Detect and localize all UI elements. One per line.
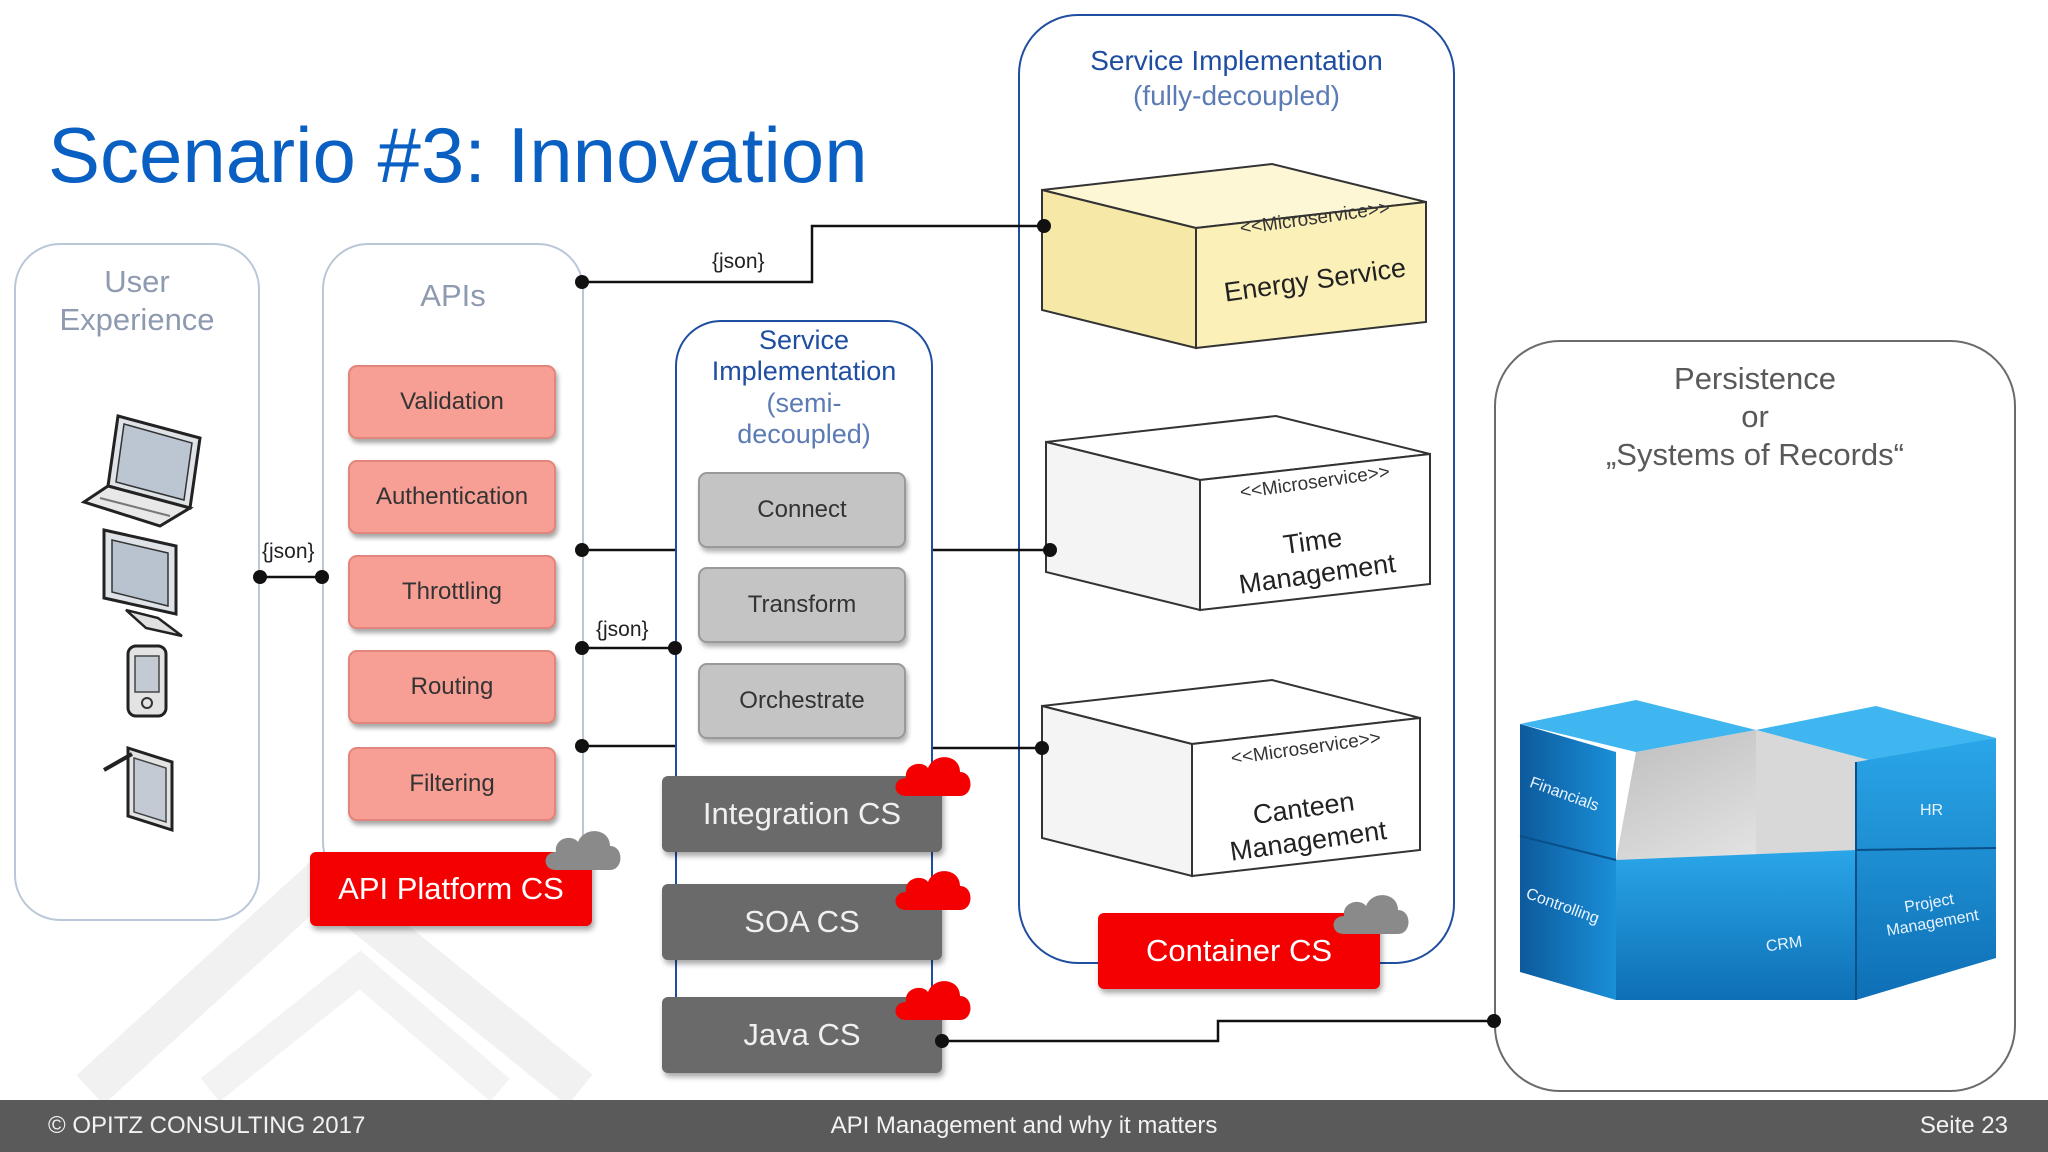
persistence-panel — [1494, 340, 2016, 1092]
footer-page-number: Seite 23 — [1919, 1112, 2008, 1139]
tablet-icon — [103, 745, 174, 833]
hr-label: HR — [1920, 802, 1944, 819]
connect-box: Connect — [698, 472, 906, 548]
authentication-box: Authentication — [348, 460, 556, 534]
systems-cube-cluster — [1519, 700, 1997, 1000]
fully-decoupled-title: Service Implementation — [1090, 45, 1383, 76]
apis-title: APIs — [420, 278, 486, 313]
monitor-icon — [102, 528, 183, 638]
integration-cs-bar: Integration CS — [662, 776, 942, 852]
footer-bar — [0, 1100, 2048, 1152]
routing-box: Routing — [348, 650, 556, 724]
time-management-box — [1045, 414, 1431, 612]
user-experience-title: User Experience — [59, 264, 215, 337]
api-platform-cs-bar: API Platform CS — [310, 852, 592, 926]
laptop-icon — [80, 414, 202, 528]
soa-cs-bar: SOA CS — [662, 884, 942, 960]
footer-title: API Management and why it matters — [830, 1112, 1218, 1139]
java-cs-bar: Java CS — [662, 997, 942, 1073]
footer-copyright: © OPITZ CONSULTING 2017 — [48, 1112, 366, 1139]
json-label: {json} — [596, 618, 649, 641]
page-title: Scenario #3: Innovation — [48, 111, 868, 199]
red-cloud-icon — [895, 871, 971, 910]
semi-decoupled-subtitle: (semi- decoupled) — [737, 388, 871, 449]
throttling-box: Throttling — [348, 555, 556, 629]
fully-decoupled-subtitle: (fully-decoupled) — [1133, 80, 1340, 111]
phone-icon — [126, 644, 168, 718]
json-label: {json} — [262, 540, 315, 563]
energy-service-box — [1041, 162, 1427, 350]
cloud-icon — [1333, 895, 1409, 934]
semi-decoupled-title: Service Implementation — [711, 325, 897, 386]
validation-box: Validation — [348, 365, 556, 439]
canteen-management-box — [1041, 678, 1421, 878]
connector-lines — [253, 219, 1501, 1048]
orchestrate-box: Orchestrate — [698, 663, 906, 739]
container-cs-bar: Container CS — [1098, 913, 1380, 989]
filtering-box: Filtering — [348, 747, 556, 821]
transform-box: Transform — [698, 567, 906, 643]
persistence-title: Persistence or „Systems of Records“ — [1605, 361, 1904, 472]
red-cloud-icon — [895, 981, 971, 1020]
cloud-icon — [545, 831, 621, 870]
red-cloud-icon — [895, 757, 971, 796]
json-label: {json} — [712, 250, 765, 273]
